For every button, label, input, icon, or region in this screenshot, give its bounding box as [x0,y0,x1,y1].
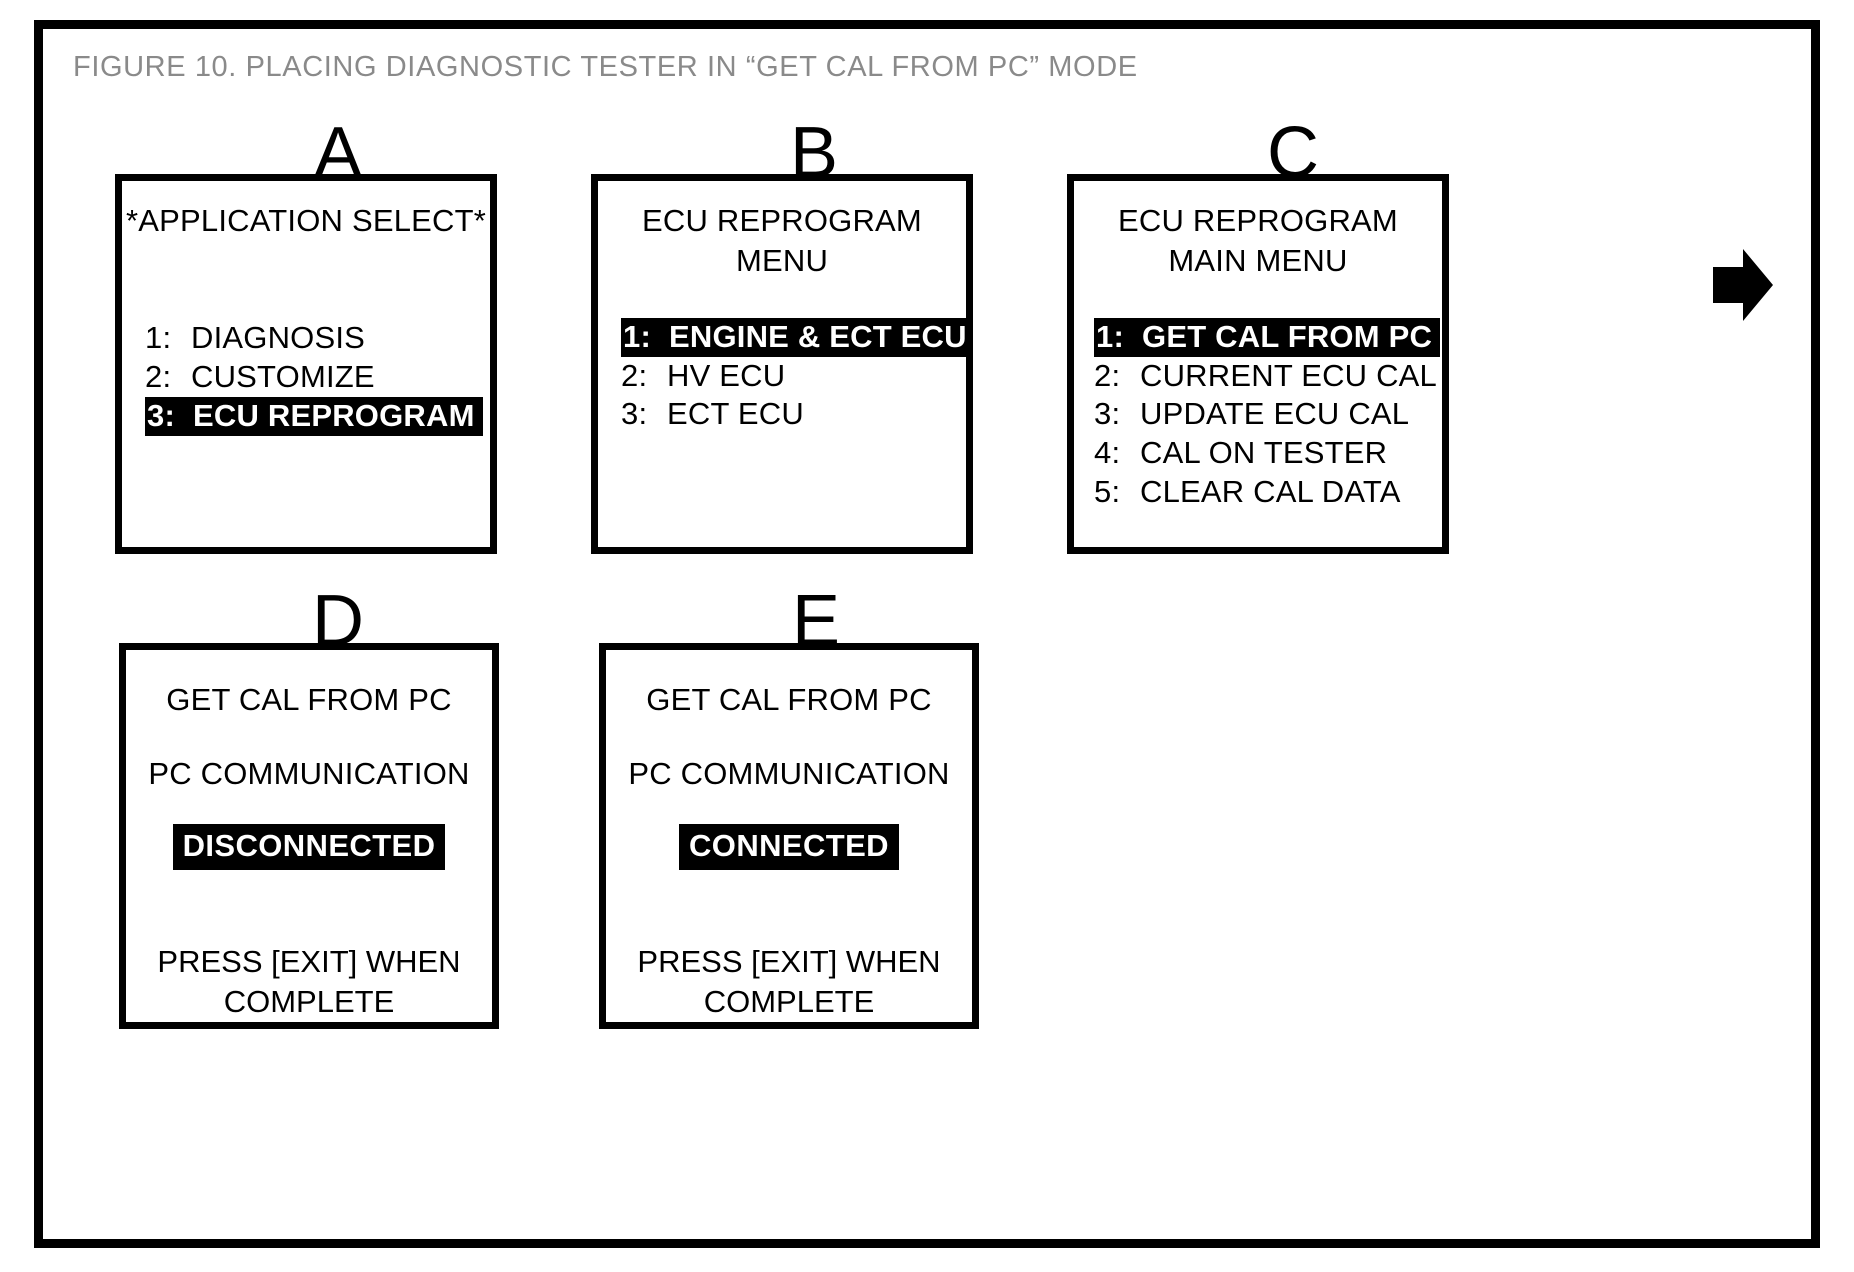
menu-item-selected[interactable]: 1: ENGINE & ECT ECU [621,317,967,357]
menu-item-index: 2: [621,357,648,393]
menu-item-index: 3: [147,398,175,434]
menu-item[interactable]: 2: CURRENT ECU CAL [1094,357,1442,396]
screen-panel-b: ECU REPROGRAM MENU 1: ENGINE & ECT ECU 2:… [591,174,973,554]
menu-item[interactable]: 5: CLEAR CAL DATA [1094,473,1442,512]
figure-frame: FIGURE 10. PLACING DIAGNOSTIC TESTER IN … [34,20,1820,1248]
screen-d-subtitle: PC COMMUNICATION [148,756,470,791]
menu-item-label: UPDATE ECU CAL [1140,396,1410,432]
menu-item[interactable]: 4: CAL ON TESTER [1094,434,1442,473]
screen-c-title: ECU REPROGRAM MAIN MENU [1118,203,1398,279]
screen-panel-d: GET CAL FROM PC PC COMMUNICATION DISCONN… [119,643,499,1029]
menu-item[interactable]: 1: DIAGNOSIS [145,319,490,358]
menu-item-selected-wrap: 1: GET CAL FROM PC [1094,317,1442,357]
menu-item-label: CAL ON TESTER [1140,435,1388,471]
menu-item-index: 1: [145,320,172,356]
screen-e-title: GET CAL FROM PC [646,682,932,717]
menu-item-selected-wrap: 3: ECU REPROGRAM [145,397,490,437]
menu-item-label: HV ECU [667,357,786,393]
menu-item-label: ECT ECU [667,396,804,432]
menu-item-label: ECU REPROGRAM [193,398,475,434]
menu-item-index: 1: [623,318,651,354]
menu-item-selected[interactable]: 1: GET CAL FROM PC [1094,317,1441,357]
screen-e-footer: PRESS [EXIT] WHEN COMPLETE [637,944,941,1019]
screen-e-status-wrap: CONNECTED [606,824,972,870]
menu-item-index: 3: [1094,396,1121,432]
menu-item-label: CURRENT ECU CAL [1140,357,1437,393]
screen-panel-c: ECU REPROGRAM MAIN MENU 1: GET CAL FROM P… [1067,174,1449,554]
screen-a-menu: 1: DIAGNOSIS 2: CUSTOMIZE 3: ECU REPROGRAM [145,319,490,437]
screen-c-menu: 1: GET CAL FROM PC 2: CURRENT ECU CAL 3: UP… [1094,317,1442,513]
menu-item-index: 2: [1094,357,1121,393]
menu-item-selected-wrap: 1: ENGINE & ECT ECU [621,317,966,357]
screen-d-title: GET CAL FROM PC [166,682,452,717]
screen-b-menu: 1: ENGINE & ECT ECU 2: HV ECU 3: ECT ECU [621,317,966,435]
screen-d-footer: PRESS [EXIT] WHEN COMPLETE [157,944,461,1019]
screen-panel-a: *APPLICATION SELECT* 1: DIAGNOSIS 2: CUSTO… [115,174,497,554]
figure-caption: FIGURE 10. PLACING DIAGNOSTIC TESTER IN … [73,51,1138,83]
menu-item-index: 2: [145,359,172,395]
menu-item-label: ENGINE & ECT ECU [669,318,967,354]
menu-item[interactable]: 2: CUSTOMIZE [145,358,490,397]
menu-item[interactable]: 3: ECT ECU [621,395,966,434]
menu-item-selected[interactable]: 3: ECU REPROGRAM [145,397,483,437]
screen-d-status-wrap: DISCONNECTED [126,824,492,870]
menu-item-label: CUSTOMIZE [191,359,375,395]
menu-item-label: DIAGNOSIS [191,320,366,356]
menu-item-label: GET CAL FROM PC [1142,318,1433,354]
screen-panel-e: GET CAL FROM PC PC COMMUNICATION CONNECT… [599,643,979,1029]
menu-item-index: 5: [1094,474,1121,510]
menu-item-label: CLEAR CAL DATA [1140,474,1401,510]
screen-a-title: *APPLICATION SELECT* [125,203,487,238]
screen-b-title: ECU REPROGRAM MENU [642,203,922,279]
screen-e-subtitle: PC COMMUNICATION [628,756,950,791]
menu-item-index: 3: [621,396,648,432]
menu-item-index: 1: [1096,318,1124,354]
right-arrow-icon [1713,249,1773,321]
menu-item[interactable]: 2: HV ECU [621,357,966,396]
status-badge: CONNECTED [679,824,899,870]
menu-item[interactable]: 3: UPDATE ECU CAL [1094,395,1442,434]
menu-item-index: 4: [1094,435,1121,471]
status-badge: DISCONNECTED [172,824,446,870]
